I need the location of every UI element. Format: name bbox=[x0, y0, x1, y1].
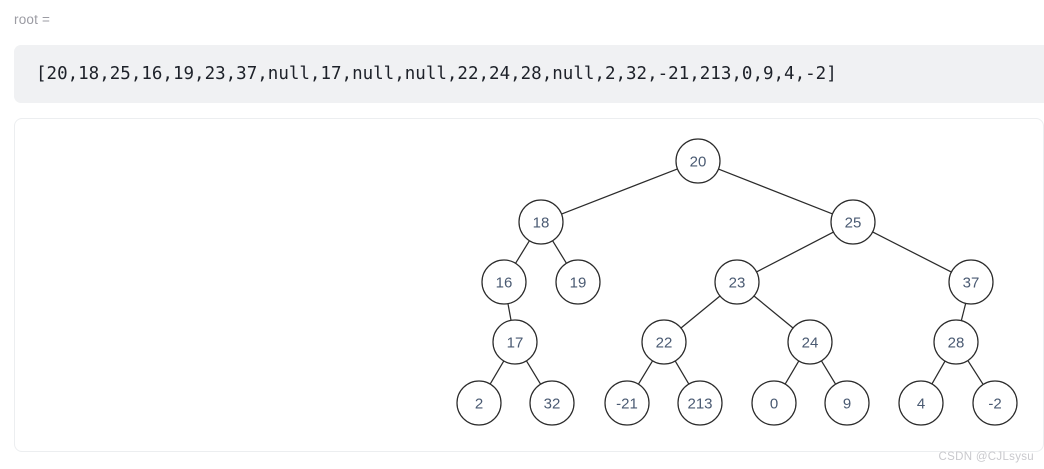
tree-node[interactable]: -21 bbox=[604, 380, 650, 426]
tree-edge bbox=[718, 168, 833, 215]
tree-node-circle bbox=[751, 380, 797, 426]
tree-node-label: -21 bbox=[616, 396, 638, 413]
tree-node[interactable]: 24 bbox=[787, 319, 833, 365]
tree-node-circle bbox=[555, 259, 601, 305]
tree-node-label: 0 bbox=[770, 396, 778, 413]
tree-edge bbox=[489, 360, 505, 385]
tree-edge bbox=[967, 360, 984, 385]
tree-node[interactable]: 213 bbox=[677, 380, 723, 426]
tree-node[interactable]: -2 bbox=[972, 380, 1018, 426]
tree-nodes-group: 20 18 25 16 19 23 37 17 22 24 28 2 32 -21 213 0 9 4 -2 bbox=[456, 138, 1018, 426]
tree-node-circle bbox=[898, 380, 944, 426]
tree-node-circle bbox=[787, 319, 833, 365]
tree-node[interactable]: 23 bbox=[714, 259, 760, 305]
tree-edge bbox=[756, 231, 834, 273]
tree-node[interactable]: 9 bbox=[824, 380, 870, 426]
tree-node[interactable]: 22 bbox=[641, 319, 687, 365]
tree-node[interactable]: 25 bbox=[830, 199, 876, 245]
tree-node-label: 37 bbox=[963, 275, 980, 292]
tree-node[interactable]: 2 bbox=[456, 380, 502, 426]
tree-node-label: 20 bbox=[690, 154, 707, 171]
tree-node[interactable]: 37 bbox=[948, 259, 994, 305]
tree-node-label: 28 bbox=[948, 335, 965, 352]
tree-edge bbox=[820, 360, 837, 385]
tree-edges-group bbox=[489, 168, 984, 385]
tree-node-label: 24 bbox=[802, 335, 819, 352]
tree-edge bbox=[507, 303, 512, 321]
tree-node-circle bbox=[492, 319, 538, 365]
array-input-box[interactable]: [20,18,25,16,19,23,37,null,17,null,null,… bbox=[14, 45, 1044, 103]
watermark-text: CSDN @CJLsysu bbox=[938, 451, 1034, 463]
tree-edge bbox=[525, 360, 542, 385]
tree-edge bbox=[753, 295, 794, 329]
tree-node[interactable]: 0 bbox=[751, 380, 797, 426]
tree-node-circle bbox=[518, 199, 564, 245]
array-value-text: [20,18,25,16,19,23,37,null,17,null,null,… bbox=[36, 64, 837, 84]
tree-edge bbox=[960, 303, 967, 321]
tree-node[interactable]: 32 bbox=[529, 380, 575, 426]
tree-node-label: 9 bbox=[843, 396, 851, 413]
tree-node[interactable]: 4 bbox=[898, 380, 944, 426]
tree-node-label: 2 bbox=[475, 396, 483, 413]
tree-node[interactable]: 28 bbox=[933, 319, 979, 365]
tree-node-label: 4 bbox=[917, 396, 925, 413]
tree-node-label: 17 bbox=[507, 335, 524, 352]
tree-node-label: 16 bbox=[496, 275, 513, 292]
tree-node-circle bbox=[641, 319, 687, 365]
tree-node-label: 22 bbox=[656, 335, 673, 352]
tree-node-label: 19 bbox=[570, 275, 587, 292]
tree-edge bbox=[784, 360, 800, 385]
tree-node-label: 23 bbox=[729, 275, 746, 292]
tree-node[interactable]: 18 bbox=[518, 199, 564, 245]
binary-tree-diagram: 20 18 25 16 19 23 37 17 22 24 28 2 32 -21 213 0 9 4 -2 bbox=[456, 138, 1018, 426]
root-assignment-label: root = bbox=[14, 12, 51, 27]
tree-edge bbox=[680, 295, 721, 329]
tree-edge bbox=[931, 360, 946, 385]
tree-node-circle bbox=[972, 380, 1018, 426]
tree-node[interactable]: 17 bbox=[492, 319, 538, 365]
tree-node-label: 213 bbox=[687, 396, 712, 413]
tree-edge bbox=[515, 240, 530, 264]
tree-node[interactable]: 16 bbox=[481, 259, 527, 305]
tree-node-circle bbox=[675, 138, 721, 184]
tree-node-circle bbox=[714, 259, 760, 305]
tree-node-circle bbox=[529, 380, 575, 426]
tree-edge bbox=[637, 360, 654, 385]
tree-node-label: 18 bbox=[533, 215, 550, 232]
tree-node[interactable]: 20 bbox=[675, 138, 721, 184]
tree-edge bbox=[561, 168, 678, 215]
tree-node-circle bbox=[481, 259, 527, 305]
tree-node-label: 32 bbox=[544, 396, 561, 413]
tree-node-label: 25 bbox=[845, 215, 862, 232]
tree-node-circle bbox=[604, 380, 650, 426]
tree-node-circle bbox=[830, 199, 876, 245]
tree-edge bbox=[872, 231, 952, 273]
tree-edge bbox=[552, 240, 567, 264]
tree-node[interactable]: 19 bbox=[555, 259, 601, 305]
tree-node-circle bbox=[948, 259, 994, 305]
binary-tree-panel: 20 18 25 16 19 23 37 17 22 24 28 2 32 -21 213 0 9 4 -2 bbox=[14, 118, 1044, 452]
tree-node-circle bbox=[824, 380, 870, 426]
tree-node-circle bbox=[456, 380, 502, 426]
tree-node-label: -2 bbox=[988, 396, 1001, 413]
tree-node-circle bbox=[677, 380, 723, 426]
tree-edge bbox=[674, 360, 690, 385]
tree-node-circle bbox=[933, 319, 979, 365]
